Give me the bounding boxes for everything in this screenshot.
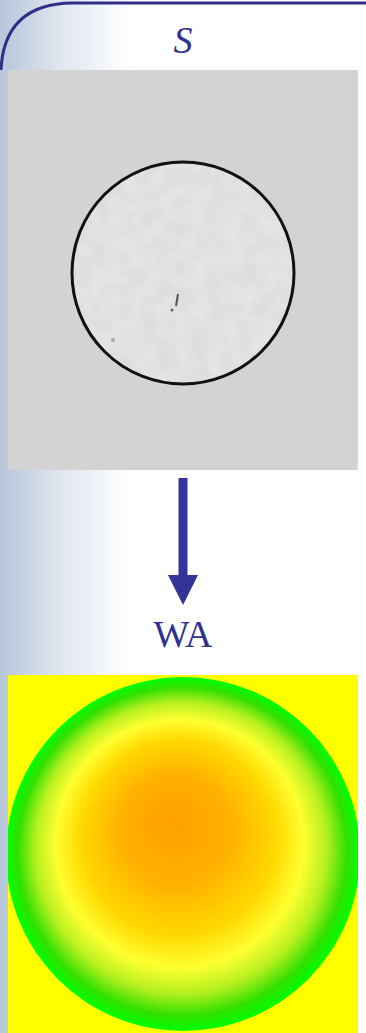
- grey-image: [8, 70, 358, 470]
- panel-label: WA: [149, 612, 216, 656]
- image-panel: S: [8, 18, 358, 470]
- speck: [111, 338, 115, 342]
- speck: [176, 294, 178, 306]
- sample-disc: [72, 162, 294, 384]
- flow-arrow: [179, 478, 188, 576]
- speck: [171, 309, 174, 312]
- disc-outline: [72, 162, 294, 384]
- colour-map: [8, 675, 358, 1033]
- image-ground: [8, 70, 358, 470]
- corner-curve: [1, 3, 366, 70]
- colour-disc: [8, 677, 358, 1031]
- image-panel: WA: [8, 612, 358, 1033]
- panel-label: S: [170, 18, 197, 62]
